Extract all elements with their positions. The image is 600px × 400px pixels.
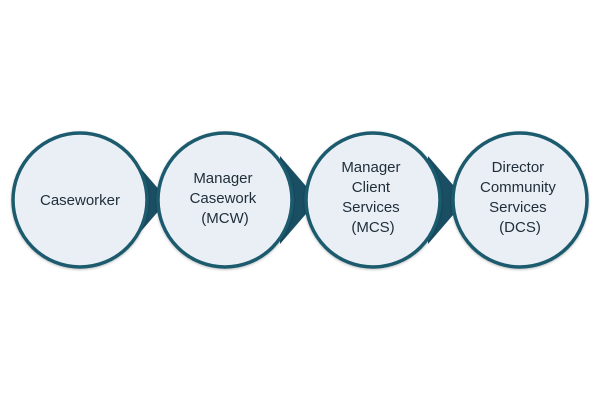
node-caseworker: Caseworker bbox=[11, 131, 149, 269]
node-caseworker-circle bbox=[11, 131, 149, 269]
node-dcs-label-line: (DCS) bbox=[499, 219, 541, 236]
node-mcs: Manager Client Services (MCS) bbox=[304, 131, 442, 269]
svg-text:Manager Client Ser: Manager Client Services (MCS) bbox=[341, 159, 404, 236]
node-mcs-label-line: Services bbox=[342, 199, 400, 216]
node-dcs-label-line: Services bbox=[489, 199, 547, 216]
node-dcs: Director Community Services (DCS) bbox=[451, 131, 589, 269]
svg-text:Director Community: Director Community Services (DCS) bbox=[480, 159, 560, 236]
node-mcw: Manager Casework (MCW) bbox=[156, 131, 294, 269]
node-caseworker-label-line: Caseworker bbox=[40, 192, 120, 209]
node-dcs-circle bbox=[451, 131, 589, 269]
node-mcs-label-line: Manager bbox=[341, 159, 400, 176]
node-mcw-label-line: Casework bbox=[190, 190, 257, 207]
node-dcs-label-line: Director bbox=[492, 159, 545, 176]
node-mcw-circle bbox=[156, 131, 294, 269]
svg-text:Caseworker: Caseworker bbox=[40, 192, 120, 209]
node-mcs-label-line: (MCS) bbox=[351, 219, 394, 236]
node-mcs-circle bbox=[304, 131, 442, 269]
node-dcs-label-line: Community bbox=[480, 179, 556, 196]
svg-text:Manager Casework (: Manager Casework (MCW) bbox=[190, 170, 261, 227]
node-mcs-label-line: Client bbox=[352, 179, 391, 196]
node-mcw-label-line: (MCW) bbox=[201, 210, 248, 227]
node-mcw-label-line: Manager bbox=[193, 170, 252, 187]
